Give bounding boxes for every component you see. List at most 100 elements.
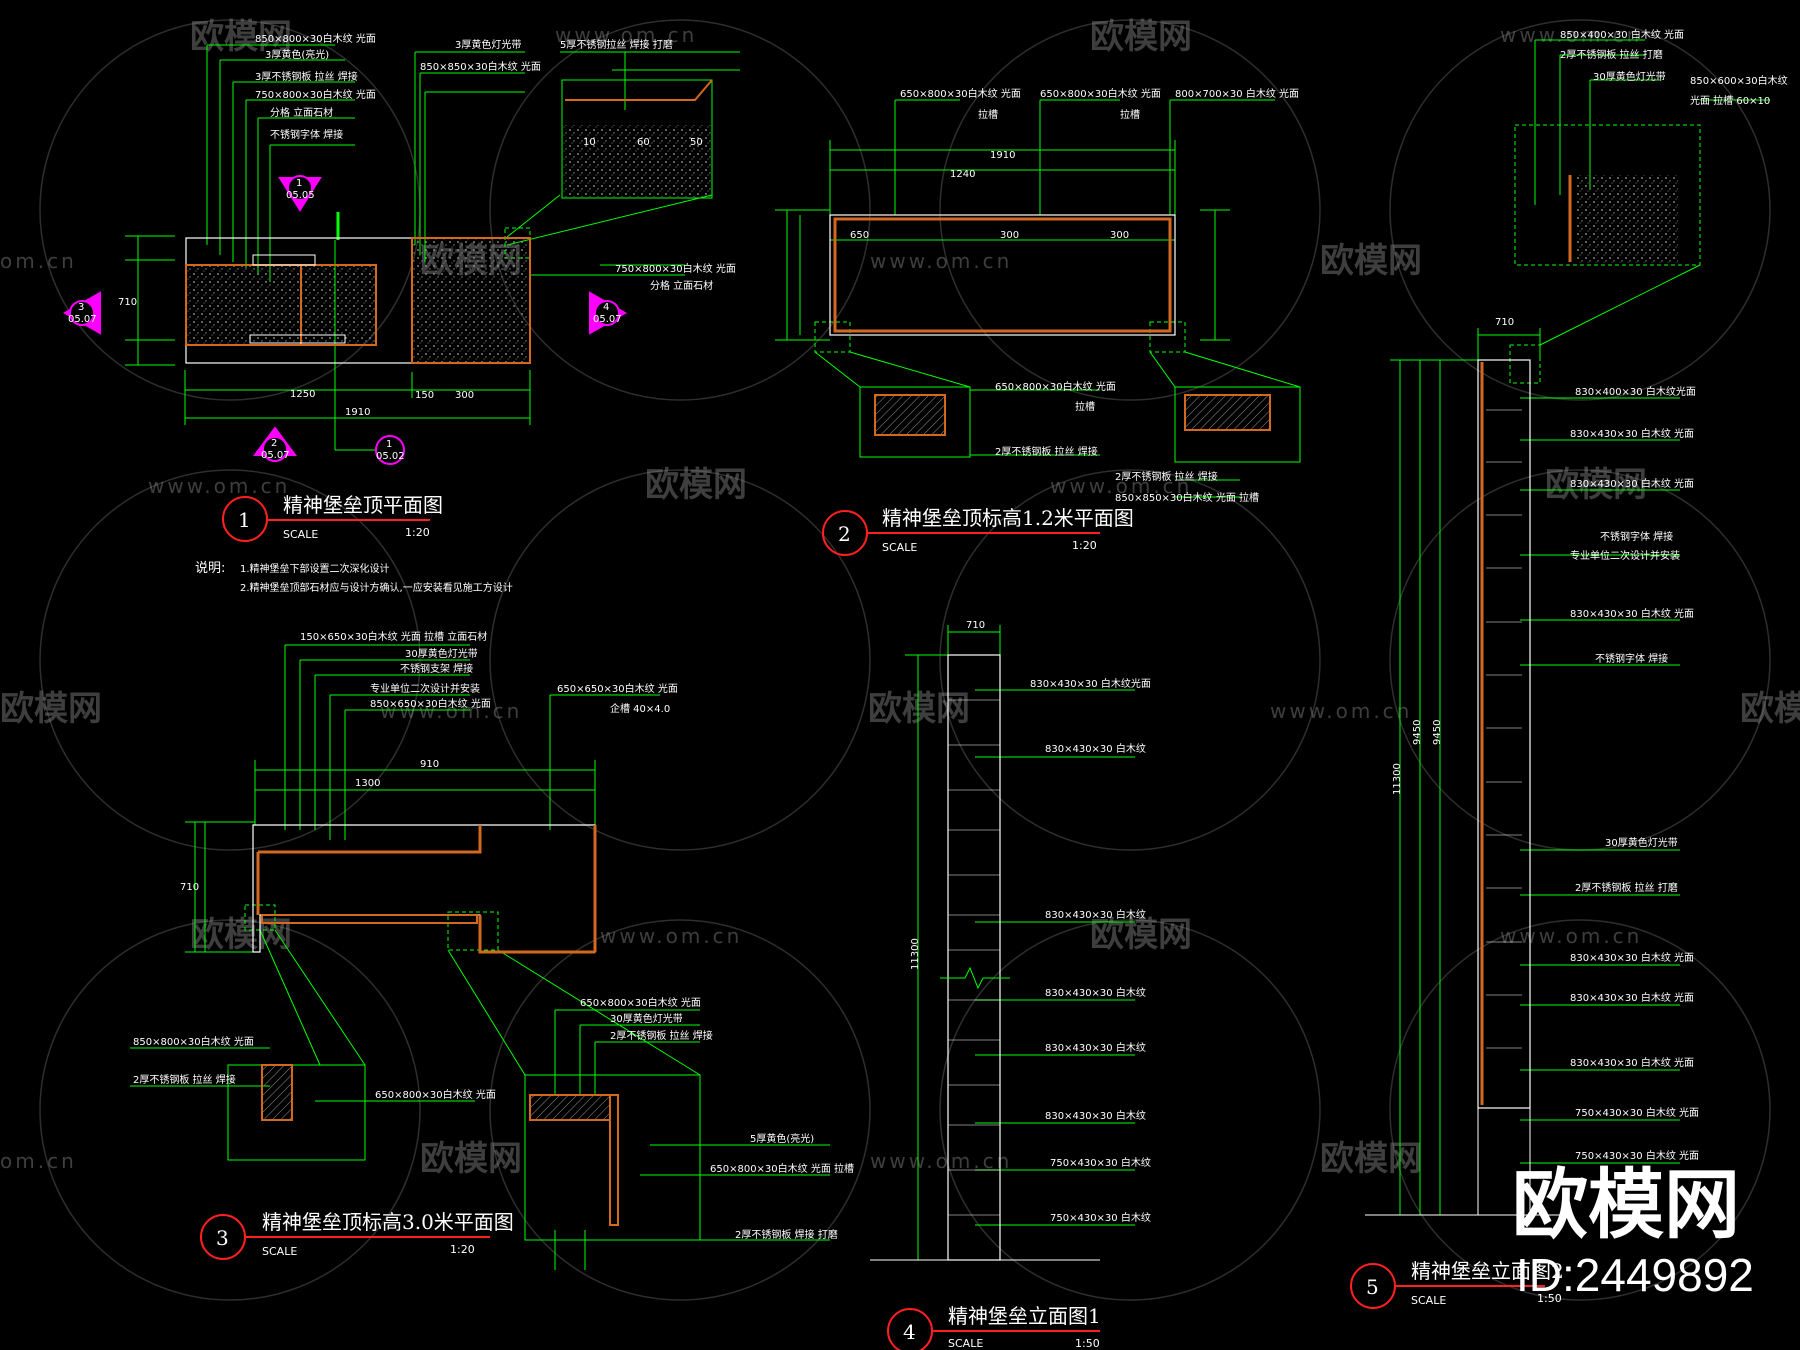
watermark-arcs xyxy=(39,19,1771,1301)
view5-title: 精神堡垒立面图2 xyxy=(1411,1259,1564,1283)
view1-callout-right: 分格 立面石材 xyxy=(650,279,713,292)
section-mark-top: 4 xyxy=(603,302,609,313)
view2-detail-callout: 650×800×30白木纹 光面 xyxy=(995,380,1116,393)
view5-height-dim: 11300 xyxy=(1392,763,1403,795)
view5-elevation: 850×400×30 白木纹 光面 2厚不锈钢板 拉丝 打磨 30厚黄色灯光带 … xyxy=(1350,28,1788,1309)
view4-title: 精神堡垒立面图1 xyxy=(948,1304,1101,1328)
view2-scale: 1:20 xyxy=(1072,539,1097,552)
view4-callout: 830×430×30 白木纹 xyxy=(1045,1041,1146,1054)
view1-callout-right: 850×850×30白木纹 光面 xyxy=(420,60,541,73)
view2-detail-callout: 2厚不锈钢板 拉丝 焊接 xyxy=(1115,470,1218,483)
view5-callout: 830×430×30 白木纹 光面 xyxy=(1570,607,1694,620)
view3-plan: 150×650×30白木纹 光面 拉槽 立面石材 30厚黄色灯光带 不锈钢支架 … xyxy=(130,630,854,1270)
watermark-brand: 欧模网 xyxy=(1320,241,1422,281)
view3-scale-label: SCALE xyxy=(262,1245,297,1258)
view5-callout: 2厚不锈钢板 拉丝 打磨 xyxy=(1575,881,1678,894)
view4-callout: 830×430×30 白木纹 xyxy=(1045,742,1146,755)
view5-callout: 750×430×30 白木纹 光面 xyxy=(1575,1149,1699,1162)
view5-callout: 830×430×30 白木纹 光面 xyxy=(1570,951,1694,964)
section-mark-bottom: 05.02 xyxy=(376,451,405,462)
watermark-url-short: om.cn xyxy=(0,249,77,273)
view5-scale: 1:50 xyxy=(1537,1292,1562,1305)
view1-plan: 1 05.05 3 05.07 4 05.07 2 05.07 1 05.02 … xyxy=(62,32,740,594)
dim: 1250 xyxy=(290,389,315,400)
dim: 1910 xyxy=(990,150,1015,161)
view5-callout: 830×430×30 白木纹 光面 xyxy=(1570,1056,1694,1069)
view1-callout-right: 3厚黄色灯光带 xyxy=(455,38,521,51)
view1-note: 2.精神堡垒顶部石材应与设计方确认,一应安装看见施工方设计 xyxy=(240,581,513,594)
watermark-brand-logo: 欧模网 xyxy=(1512,1163,1740,1248)
view1-scale: 1:20 xyxy=(405,526,430,539)
view3-detail-right-callout: 2厚不锈钢板 拉丝 焊接 xyxy=(610,1029,713,1042)
view1-scale-label: SCALE xyxy=(283,528,318,541)
view3-detail-right-callout: 650×800×30白木纹 光面 xyxy=(580,996,701,1009)
view4-height-dim: 11300 xyxy=(910,938,921,970)
view5-height-dim: 9450 xyxy=(1432,720,1443,745)
section-mark-top: 1 xyxy=(296,178,302,189)
view2-detail-callout: 850×850×30白木纹 光面 拉槽 xyxy=(1115,491,1259,504)
view3-callout: 150×650×30白木纹 光面 拉槽 立面石材 xyxy=(300,630,487,643)
view4-callout: 830×430×30 白木纹 xyxy=(1045,986,1146,999)
watermark-url: www.om.cn xyxy=(870,1149,1012,1173)
view1-callout: 750×800×30白木纹 光面 xyxy=(255,88,376,101)
view1-callout: 850×800×30白木纹 光面 xyxy=(255,32,376,45)
view3-title: 精神堡垒顶标高3.0米平面图 xyxy=(262,1210,514,1234)
dim: 710 xyxy=(118,297,137,308)
view4-callout: 750×430×30 白木纹 xyxy=(1050,1156,1151,1169)
section-mark-top: 2 xyxy=(271,438,277,449)
view2-detail-callout: 2厚不锈钢板 拉丝 焊接 xyxy=(995,445,1098,458)
section-mark-top: 1 xyxy=(386,439,392,450)
section-mark-bottom: 05.07 xyxy=(261,450,290,461)
view2-callout: 650×800×30白木纹 光面 xyxy=(900,87,1021,100)
dim: 1910 xyxy=(345,407,370,418)
view5-top-detail-callout: 30厚黄色灯光带 xyxy=(1593,70,1666,83)
view5-top-detail-right: 850×600×30白木纹 xyxy=(1690,74,1788,87)
view3-detail-right-note: 5厚黄色(亮光) xyxy=(750,1132,814,1145)
watermark-url: www.om.cn xyxy=(600,924,742,948)
dim: 300 xyxy=(455,390,474,401)
view5-callout: 750×430×30 白木纹 光面 xyxy=(1575,1106,1699,1119)
dim: 300 xyxy=(1000,230,1019,241)
view4-width-dim: 710 xyxy=(966,620,985,631)
view5-callout: 不锈钢字体 焊接 xyxy=(1595,652,1668,665)
view4-callout: 830×430×30 白木纹 xyxy=(1045,1109,1146,1122)
view5-callout: 专业单位二次设计并安装 xyxy=(1570,549,1680,562)
dim: 150 xyxy=(415,390,434,401)
section-mark-bottom: 05.07 xyxy=(68,314,97,325)
watermark-url: www.om.cn xyxy=(1270,699,1412,723)
detail-dim: 10 xyxy=(583,137,596,148)
watermark-brand: 欧模网 xyxy=(1545,465,1647,505)
view3-detail-left-callout: 2厚不锈钢板 拉丝 焊接 xyxy=(133,1073,236,1086)
view4-callout: 830×430×30 白木纹 xyxy=(1045,908,1146,921)
view5-callout: 不锈钢字体 焊接 xyxy=(1600,530,1673,543)
view5-height-dim: 9450 xyxy=(1412,720,1423,745)
dim: 710 xyxy=(180,882,199,893)
view2-callout-sub: 拉槽 xyxy=(978,108,998,121)
view1-callout: 3厚黄色(亮光) xyxy=(265,48,329,61)
view3-detail-left-callout: 850×800×30白木纹 光面 xyxy=(133,1035,254,1048)
dim: 1240 xyxy=(950,169,975,180)
view5-top-detail-right: 光面 拉槽 60×10 xyxy=(1690,94,1770,107)
view4-number: 4 xyxy=(903,1320,916,1344)
view1-callout: 3厚不锈钢板 拉丝 焊接 xyxy=(255,70,358,83)
view3-callout-right2: 企槽 40×4.0 xyxy=(610,702,670,715)
view4-elevation: 710 11300 830×430×30 白木纹光面 830×430×30 白木… xyxy=(870,620,1151,1350)
view3-number: 3 xyxy=(216,1226,229,1250)
view5-callout: 830×430×30 白木纹 光面 xyxy=(1570,477,1694,490)
watermark-brand: 欧模网 xyxy=(190,915,292,955)
view2-number: 2 xyxy=(838,522,851,546)
view2-callout: 650×800×30白木纹 光面 xyxy=(1040,87,1161,100)
view3-callout: 不锈钢支架 焊接 xyxy=(400,662,473,675)
view3-callout-right: 650×650×30白木纹 光面 xyxy=(557,682,678,695)
view1-section-mark-texts: 1 05.05 3 05.07 4 05.07 2 05.07 1 05.02 xyxy=(68,178,622,462)
view2-scale-label: SCALE xyxy=(882,541,917,554)
view5-top-detail-callout: 2厚不锈钢板 拉丝 打磨 xyxy=(1560,48,1663,61)
view3-detail-right-note: 2厚不锈钢板 焊接 打磨 xyxy=(735,1228,838,1241)
view3-callout: 专业单位二次设计并安装 xyxy=(370,682,480,695)
view4-callout: 750×430×30 白木纹 xyxy=(1050,1211,1151,1224)
detail-dim: 60 xyxy=(637,137,650,148)
view1-callout-right: 750×800×30白木纹 光面 xyxy=(615,262,736,275)
watermark-url: www.om.cn xyxy=(870,249,1012,273)
dim: 650 xyxy=(850,230,869,241)
